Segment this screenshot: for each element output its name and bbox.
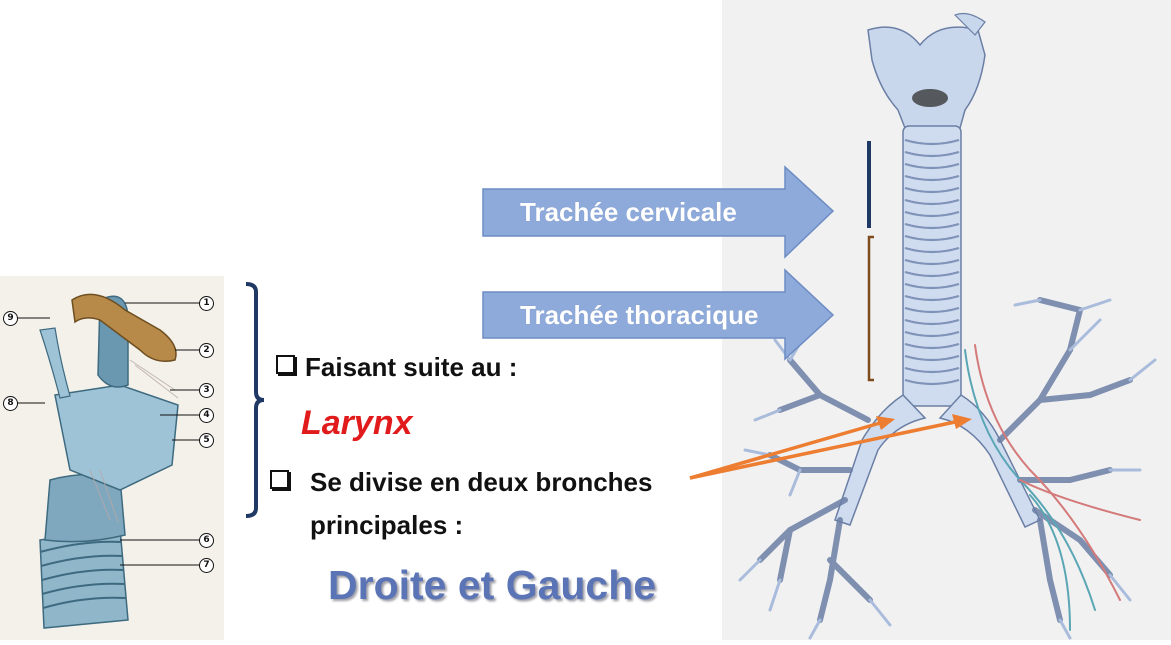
- checkbox-icon: [270, 470, 289, 489]
- callout-5: 5: [199, 433, 214, 448]
- callout-8: 8: [3, 396, 18, 411]
- callout-7: 7: [199, 558, 214, 573]
- trachee-cervicale-label: Trachée cervicale: [520, 197, 737, 227]
- larynx-illustration: 1 2 3 4 5 6 7 8 9: [0, 276, 224, 640]
- callout-4: 4: [199, 408, 214, 423]
- thoracic-arrow: [482, 268, 835, 361]
- callout-2: 2: [199, 343, 214, 358]
- trachee-thoracique-label: Trachée thoracique: [520, 300, 759, 330]
- callout-6: 6: [199, 533, 214, 548]
- droite-gauche-text: Droite et Gauche: [328, 562, 657, 608]
- callout-3: 3: [199, 383, 214, 398]
- thoracic-bracket: [867, 235, 874, 382]
- divise-text-line2: principales :: [310, 510, 464, 540]
- faisant-suite-text: Faisant suite au :: [305, 352, 518, 382]
- divise-text-line1: Se divise en deux bronches: [310, 467, 653, 497]
- larynx-drawing: [16, 293, 200, 629]
- larynx-text: Larynx: [301, 404, 413, 442]
- text-bracket: [245, 282, 265, 518]
- callout-1: 1: [199, 296, 214, 311]
- cervical-arrow: [482, 165, 835, 259]
- checkbox-icon: [276, 355, 295, 374]
- bronchi-pointer-arrows: [689, 414, 972, 480]
- trachea-bronchi-drawing: [738, 12, 1157, 640]
- callout-9: 9: [3, 311, 18, 326]
